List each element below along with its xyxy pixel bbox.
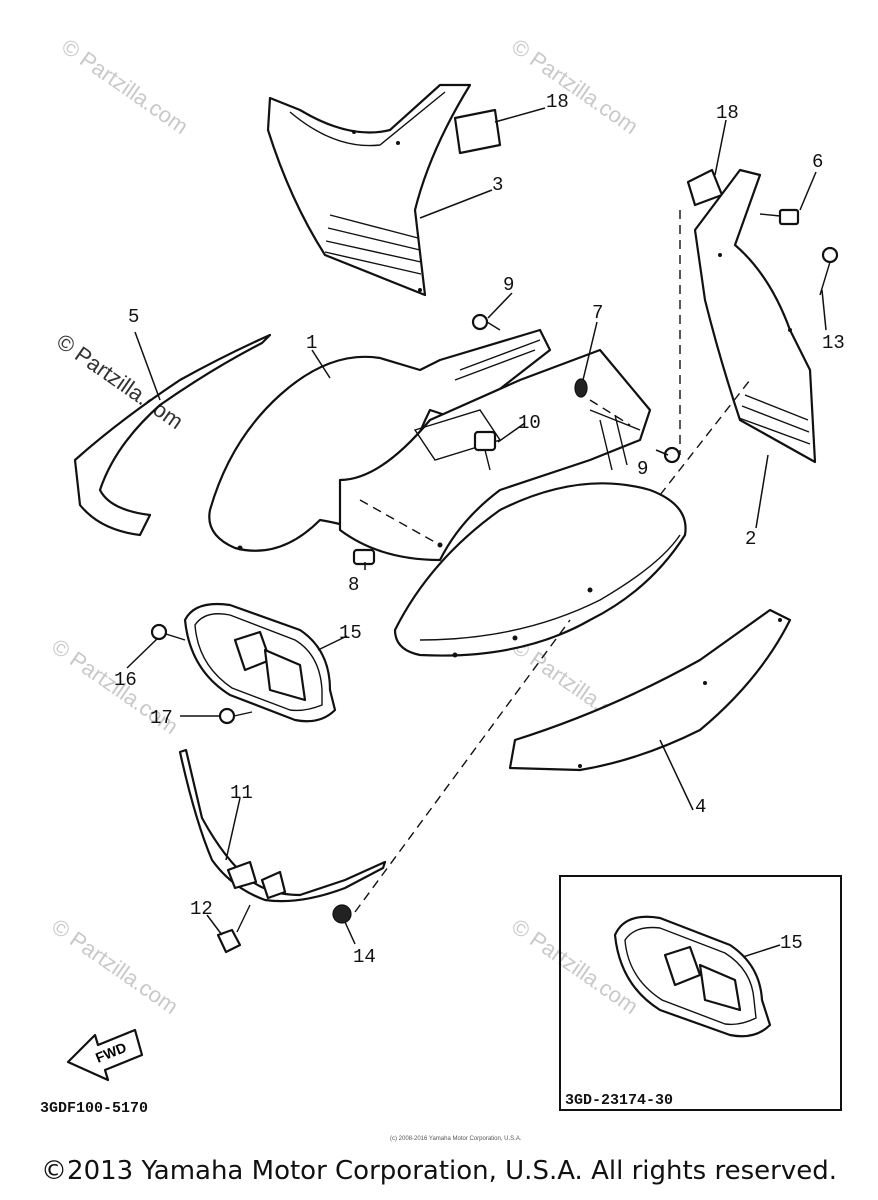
callout-12: 12: [190, 898, 213, 920]
bolt-9-right: [663, 446, 681, 464]
callout-18: 18: [546, 91, 569, 113]
callout-15: 15: [780, 932, 803, 954]
bolt-17: [218, 707, 253, 725]
callout-8: 8: [348, 574, 359, 596]
callout-7: 7: [592, 302, 603, 324]
inset-code: 3GD-23174-30: [565, 1092, 673, 1109]
nut-14: [332, 904, 352, 924]
assembly-lines: [354, 210, 751, 913]
bolt-16: [150, 623, 186, 641]
bolt-12: [216, 904, 251, 954]
callout-1: 1: [306, 332, 317, 354]
fwd-arrow: FWD: [66, 1028, 144, 1082]
callout-14: 14: [353, 946, 376, 968]
callout-9: 9: [637, 458, 648, 480]
bolt-8: [352, 548, 376, 566]
callout-labels: 18 3 18 6 9 5 1 7 10 9 2 13 8 15 16 17 1…: [114, 91, 845, 968]
watermark: © Partzilla.com: [52, 329, 188, 435]
part-3-side-panel: [266, 83, 472, 297]
watermark: © Partzilla.com: [507, 34, 643, 140]
part-15-guard: [183, 602, 337, 723]
callout-18: 18: [716, 102, 739, 124]
callout-10: 10: [518, 412, 541, 434]
part-1-fender: [208, 328, 687, 658]
part-11-stay: [178, 748, 387, 903]
diagram-code: 3GDF100-5170: [40, 1100, 148, 1117]
callout-5: 5: [128, 306, 139, 328]
callout-4: 4: [695, 796, 706, 818]
callout-16: 16: [114, 669, 137, 691]
callout-13: 13: [822, 332, 845, 354]
part-5-flap: [73, 333, 272, 537]
bolt-6: [759, 208, 800, 226]
part-18-pads: [453, 108, 724, 207]
callout-9: 9: [503, 274, 514, 296]
bolt-13: [819, 246, 839, 296]
callout-11: 11: [230, 782, 253, 804]
callout-17: 17: [150, 707, 173, 729]
copyright-notice: ©2013 Yamaha Motor Corporation, U.S.A. A…: [41, 1156, 837, 1186]
small-note: (c) 2008-2016 Yamaha Motor Corporation, …: [390, 1136, 522, 1142]
washer-7: [574, 378, 588, 398]
watermark: © Partzilla.com: [47, 914, 183, 1020]
callout-15: 15: [339, 622, 362, 644]
part-4-flap: [508, 608, 792, 772]
watermark: © Partzilla.com: [57, 34, 193, 140]
inset-box: 3GD-23174-30: [559, 875, 842, 1111]
callout-6: 6: [812, 151, 823, 173]
callout-2: 2: [745, 528, 756, 550]
part-2-side-panel: [693, 168, 817, 464]
bolt-9-top: [471, 313, 501, 331]
leader-lines: [126, 107, 827, 966]
callout-3: 3: [492, 174, 503, 196]
grommet-10: [473, 430, 497, 471]
fasteners: [150, 208, 839, 954]
